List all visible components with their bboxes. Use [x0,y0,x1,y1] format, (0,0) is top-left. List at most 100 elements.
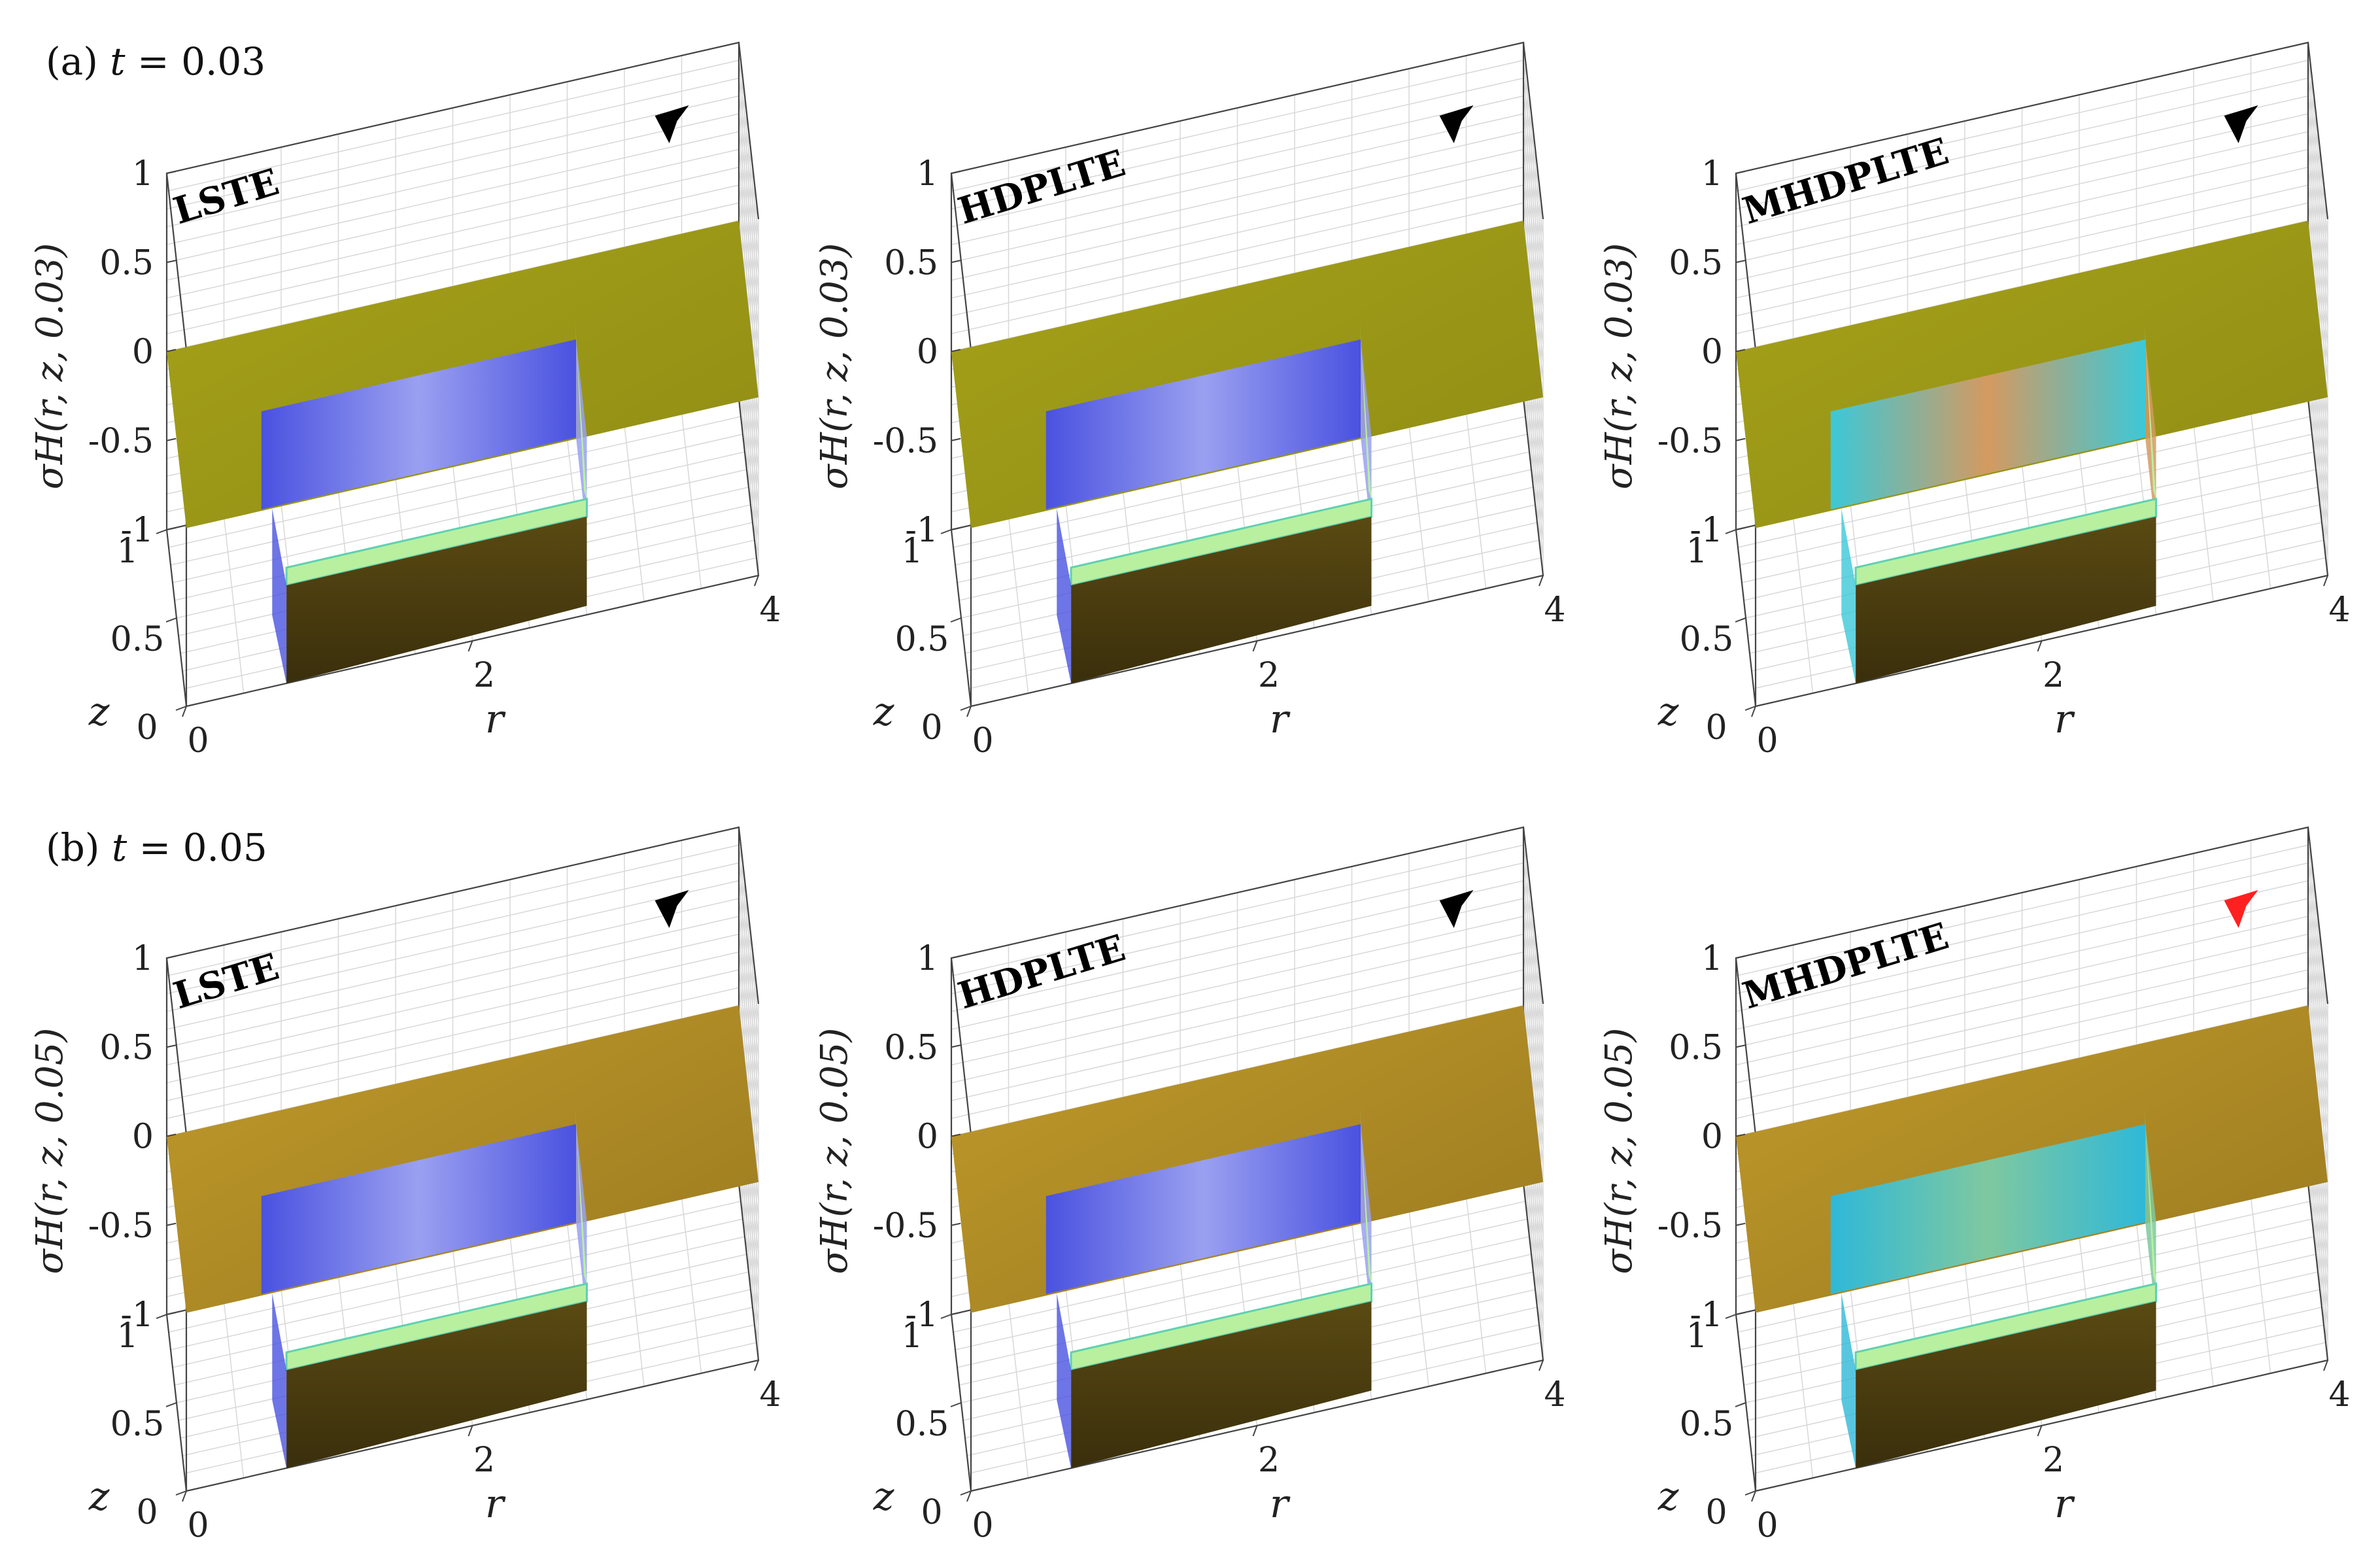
r-tick [2037,640,2043,652]
r-tick-label: 2 [1258,656,1280,695]
value-tick [951,437,961,441]
z-tick [940,1314,952,1319]
z-axis-label: z [88,1474,110,1520]
z-tick-label: 0.5 [1680,620,1734,659]
value-tick-label: -0.5 [88,1207,154,1246]
gridline [957,451,1530,583]
value-tick-label: -1 [905,511,938,550]
r-tick-label: 4 [759,591,781,630]
z-tick-label: 0.5 [895,620,949,659]
z-axis-label: z [873,1474,894,1520]
r-tick [182,706,187,717]
surface [951,1005,1543,1468]
trough-front-wall [286,1301,587,1468]
value-tick [1735,171,1746,174]
trough-front-wall [1856,517,2156,683]
frame-top [1735,826,2329,1135]
value-tick-label: -1 [1690,1295,1723,1335]
row-label-b: (b) t = 0.05 [46,825,267,870]
z-tick-label: 0.5 [1680,1405,1734,1444]
value-tick-label: 0 [132,333,154,372]
value-tick [951,1222,961,1226]
z-tick-label: 0 [136,708,158,747]
z-axis: 00.51z [873,1314,972,1532]
frame-top [1735,41,2329,351]
r-tick [468,640,473,652]
value-tick-label: 1 [1701,154,1723,194]
marker-arrow [654,105,689,143]
z-axis-label: z [88,689,110,735]
value-tick [1735,260,1746,264]
gridline [955,434,1528,566]
r-axis-label: r [1270,1481,1291,1527]
trough-left-wall [1841,508,1856,683]
gridline [172,451,745,583]
value-tick-label: 0 [1701,333,1723,372]
z-tick-label: 0.5 [895,1405,949,1444]
z-axis: 00.51z [1658,1314,1756,1532]
z-tick [1735,617,1746,623]
value-tick-label: 0.5 [884,243,938,283]
r-tick-label: 4 [759,1375,781,1415]
r-tick [182,1490,187,1502]
r-tick [754,1360,759,1371]
value-axis-label: σH(r, z, 0.03) [813,243,856,490]
z-tick-label: 1 [1686,1316,1707,1356]
row-label-a: (a) t = 0.03 [46,39,265,84]
value-tick-label: 0 [132,1118,154,1157]
gridline [172,1236,745,1368]
value-tick [166,1222,177,1226]
value-axis: 10.50-0.5-1 [88,154,177,550]
value-tick-label: 0 [1701,1118,1723,1157]
z-tick-label: 0 [921,708,942,747]
r-tick [1538,575,1544,587]
z-tick [960,1490,972,1496]
z-axis: 00.51z [88,529,187,747]
r-tick [966,706,972,717]
r-axis-label: r [1270,696,1291,742]
value-tick [951,349,961,352]
marker-arrow [654,890,689,928]
z-tick-label: 0 [921,1493,942,1532]
value-tick-label: 0.5 [99,1028,154,1067]
value-tick-label: 0 [917,333,938,372]
value-tick-label: 0.5 [1669,243,1723,283]
value-tick [166,349,177,352]
z-tick [1725,1314,1737,1319]
frame-top [950,826,1544,1135]
value-tick [1735,1133,1746,1137]
row-label-variable: t [110,39,126,84]
trough-inner-wall [261,339,576,509]
r-tick [1538,1360,1544,1371]
value-axis: 10.50-0.5-1 [873,939,961,1335]
z-axis-label: z [873,689,894,735]
gridline [957,1236,1530,1368]
z-tick [156,529,167,534]
r-tick-label: 0 [1756,721,1778,761]
trough-inner-wall [1830,1124,2145,1294]
value-tick-label: -1 [905,1295,938,1335]
trough-left-wall [1057,1293,1072,1468]
value-tick [1735,955,1746,959]
value-tick-label: 1 [132,154,154,194]
value-tick-label: 1 [132,939,154,978]
trough-left-wall [1841,1293,1856,1468]
value-tick [1735,527,1746,530]
row-label-value: = 0.05 [127,825,267,870]
trough-front-wall [1071,1301,1372,1468]
r-tick-label: 0 [187,721,209,761]
gridline [168,416,741,548]
trough-inner-wall [1830,339,2145,509]
gridline [1739,1218,2313,1350]
value-tick [951,1044,961,1048]
r-tick [1252,640,1258,652]
row-label-variable: t [111,825,128,870]
value-axis: 10.50-0.5-1 [1658,154,1746,550]
value-tick [166,171,177,174]
r-tick-label: 2 [2043,656,2064,695]
